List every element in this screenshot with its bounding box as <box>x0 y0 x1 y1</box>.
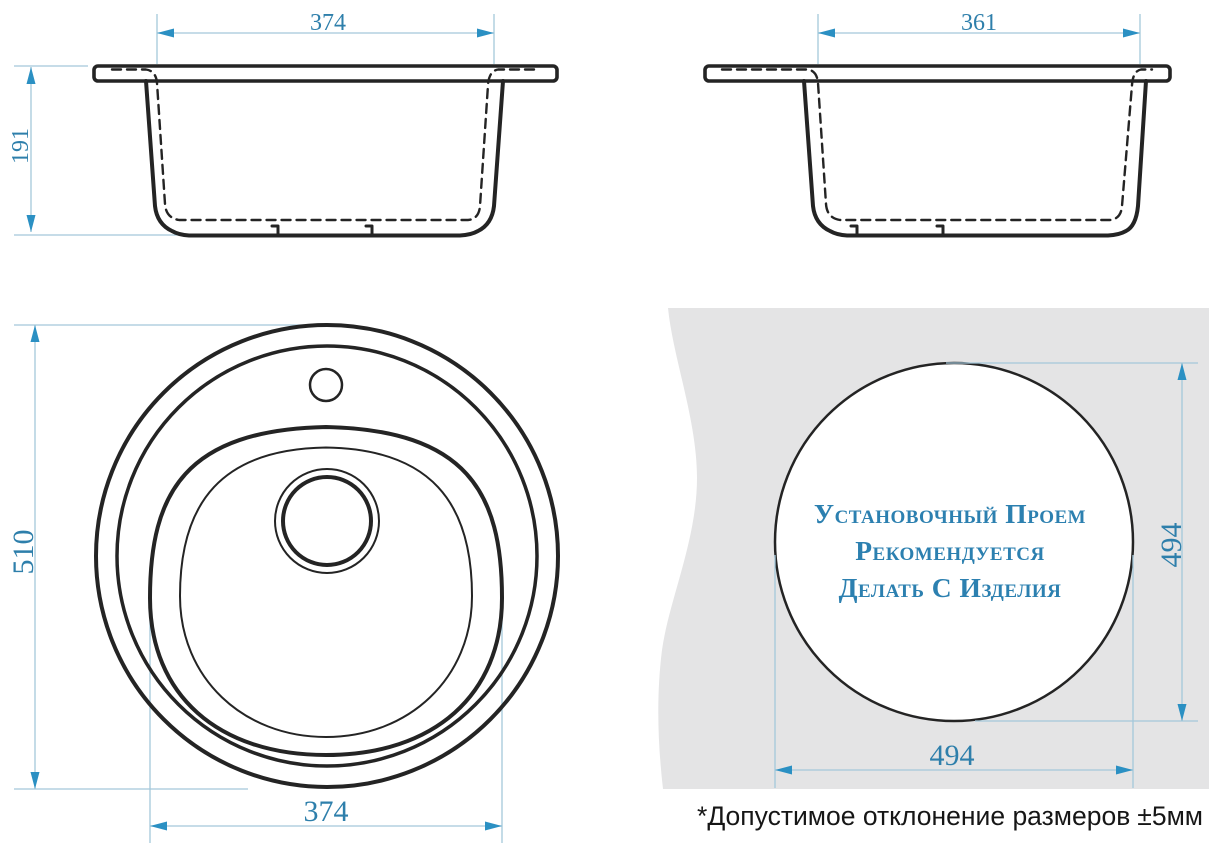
hidden-contour <box>110 68 542 222</box>
arrow-left-icon <box>150 821 167 831</box>
arrow-left-icon <box>775 765 792 775</box>
arrow-up-icon <box>26 67 36 84</box>
hidden-contour <box>720 68 1154 222</box>
tolerance-note: *Допустимое отклонение размеров±5мм <box>697 801 1203 831</box>
drain-inner-circle <box>281 475 373 567</box>
front-height-dim: 191 <box>8 128 34 164</box>
arrow-down-icon <box>26 215 36 232</box>
bowl-bottom <box>179 446 473 738</box>
note-line-1: Установочный Проем <box>814 498 1086 529</box>
drain-outer-circle <box>274 468 380 574</box>
arrow-right-icon <box>477 28 494 38</box>
cutout-horizontal-dim: 494 <box>930 739 975 772</box>
side-section-view: 361 <box>703 10 1172 238</box>
bowl-profile <box>802 79 1148 238</box>
front-section-view: 374 191 <box>8 10 559 238</box>
arrow-left-icon <box>818 28 835 38</box>
arrow-up-icon <box>30 325 40 342</box>
side-width-dim: 361 <box>961 10 997 36</box>
arrow-right-icon <box>1116 765 1133 775</box>
note-line-2: Рекомендуется <box>855 535 1044 566</box>
plan-bowl-dim: 374 <box>304 795 349 828</box>
note-line-3: Делать С Изделия <box>839 572 1062 603</box>
foot-mark <box>364 224 374 237</box>
sink-rim-profile <box>703 64 1172 83</box>
rim-outer-circle <box>94 323 560 789</box>
foot-mark <box>935 224 945 237</box>
arrow-right-icon <box>1123 28 1140 38</box>
arrow-down-icon <box>30 772 40 789</box>
rim-inner-circle <box>115 344 539 768</box>
sink-rim-profile <box>92 64 559 83</box>
installation-view: Установочный Проем Рекомендуется Делать … <box>658 308 1209 789</box>
cutout-vertical-dim: 494 <box>1155 523 1188 568</box>
arrow-right-icon <box>485 821 502 831</box>
bowl-opening <box>148 425 504 757</box>
foot-mark <box>270 224 280 237</box>
plan-outer-dim: 510 <box>7 530 40 575</box>
top-plan-view: 510 374 <box>7 323 560 843</box>
front-width-dim: 374 <box>310 10 346 36</box>
arrow-down-icon <box>1177 704 1187 721</box>
arrow-left-icon <box>157 28 174 38</box>
tolerance-note-text: *Допустимое отклонение размеров <box>697 801 1130 831</box>
bowl-profile <box>144 79 505 238</box>
arrow-up-icon <box>1177 363 1187 380</box>
tolerance-value: ±5мм <box>1137 801 1203 831</box>
foot-mark <box>849 224 859 237</box>
tap-hole <box>308 367 344 403</box>
